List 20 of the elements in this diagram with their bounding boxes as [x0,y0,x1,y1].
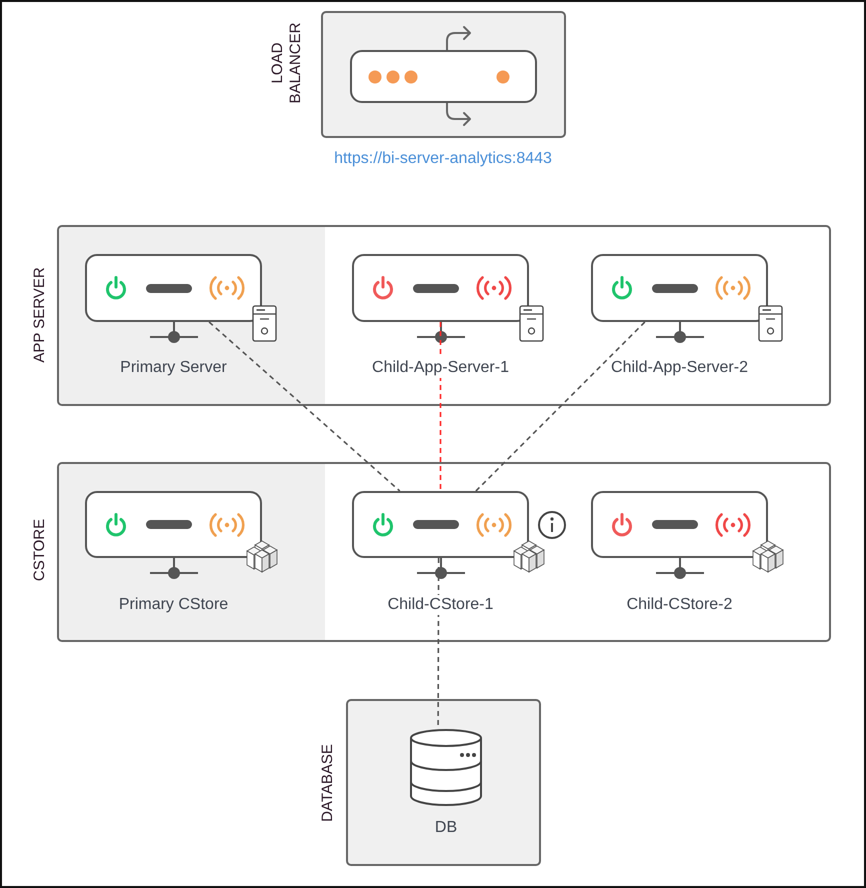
node-label: Primary Server [118,358,229,378]
server-card [591,254,768,322]
server-card [352,491,529,558]
server-card [85,491,262,558]
group-heading: APP SERVER [31,266,49,365]
node-label: Child-CStore-1 [386,595,496,615]
server-card [85,254,262,322]
database-cylinder [410,729,482,806]
server-card [352,254,529,322]
connector-line [475,321,646,492]
node-label: Child-App-Server-2 [609,358,750,378]
connector-line [440,322,442,491]
load-balancer-card [350,50,537,103]
group-heading: DATABASE [319,743,337,824]
node-label: Child-App-Server-1 [370,358,511,378]
server-card [591,491,768,558]
url-link: https://bi-server-analytics:8443 [332,149,554,169]
group-heading: CSTORE [31,518,49,584]
connector-line [208,321,400,492]
group-heading: LOAD BALANCER [269,22,305,106]
